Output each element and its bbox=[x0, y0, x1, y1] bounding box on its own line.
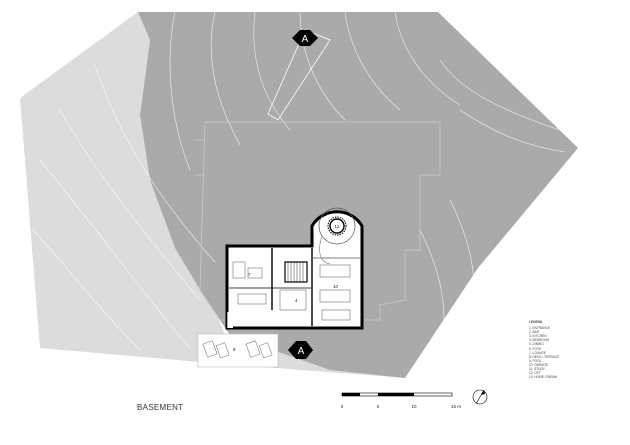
terrain-light bbox=[20, 12, 405, 378]
basement-walls bbox=[225, 207, 364, 330]
legend-item: 6. FOYE bbox=[529, 346, 542, 351]
scale-tick-10: 10 bbox=[411, 404, 417, 409]
legend-item: 8. DECK / TERRACE bbox=[529, 354, 560, 359]
legend-item: 9. POOL bbox=[529, 358, 542, 363]
scale-bar: 0 5 10 15 m bbox=[341, 392, 461, 409]
legend-item: 10. GARAGE bbox=[529, 362, 548, 367]
room-label-10: 10 bbox=[333, 284, 339, 289]
legend-item: 3. KITCHEN bbox=[529, 334, 547, 339]
scale-tick-0: 0 bbox=[341, 404, 344, 409]
room-label-7: 7 bbox=[248, 272, 251, 277]
legend-item: 2. BAR bbox=[529, 330, 540, 335]
legend: LEGEND 1. ENTRANCE 2. BAR 3. KITCHEN 4. … bbox=[529, 320, 599, 379]
pool-deck bbox=[197, 333, 279, 368]
legend-item: 7. LOUNGE bbox=[529, 350, 547, 355]
drawing-title: BASEMENT bbox=[137, 403, 184, 412]
legend-item: 11. STUDY bbox=[529, 367, 545, 372]
legend-item: 12. LIFT bbox=[529, 371, 541, 376]
section-label-bottom: A bbox=[298, 346, 305, 357]
section-label-top: A bbox=[302, 34, 309, 45]
legend-heading: LEGEND bbox=[529, 320, 543, 324]
legend-item: 5. DINING bbox=[529, 342, 544, 347]
legend-item: 1. ENTRANCE bbox=[529, 326, 551, 331]
access-ramp bbox=[267, 29, 331, 121]
legend-item: 4. BEDROOM bbox=[529, 338, 550, 343]
scale-tick-5: 5 bbox=[377, 404, 380, 409]
room-label-4: 4 bbox=[295, 298, 298, 303]
scale-tick-15: 15 m bbox=[451, 404, 461, 409]
room-label-12: 12 bbox=[334, 224, 340, 229]
legend-item: 13. HOME CINEMA bbox=[529, 375, 558, 380]
room-label-9: 9 bbox=[233, 347, 236, 352]
north-arrow-icon bbox=[472, 389, 488, 405]
upper-level-outline bbox=[195, 121, 441, 321]
section-marker-top: A bbox=[292, 30, 318, 46]
section-marker-bottom: A bbox=[288, 341, 313, 359]
